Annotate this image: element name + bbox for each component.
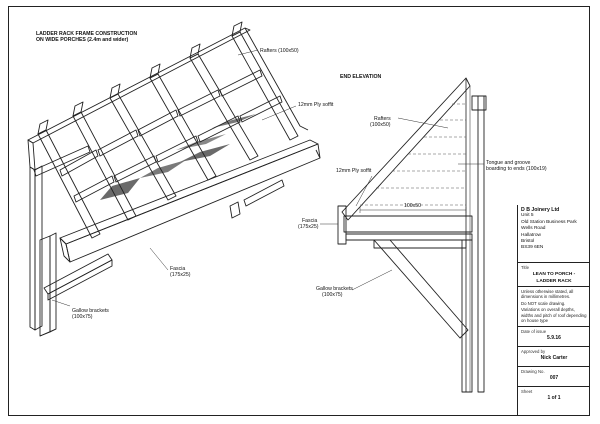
elev-soffit-label: 12mm Ply soffit bbox=[336, 168, 372, 174]
rafters-label: Rafters (100x50) bbox=[260, 48, 299, 54]
address-line: Hallatrow bbox=[521, 232, 541, 238]
brackets-size-label: (100x75) bbox=[72, 314, 93, 320]
soffit-shade bbox=[180, 144, 230, 162]
gallow-bracket-left bbox=[39, 232, 113, 337]
house-wall bbox=[244, 27, 309, 131]
address-line: Bristol bbox=[521, 239, 535, 245]
company-block: D B Joinery Ltd Unit 5 Old Station Busin… bbox=[518, 205, 590, 263]
elev-bracket-diag bbox=[373, 239, 469, 339]
approved-label: Approved by bbox=[521, 349, 546, 354]
brackets-label: Gallow brackets bbox=[72, 308, 109, 314]
sheet-title-line1: LADDER RACK FRAME CONSTRUCTION bbox=[36, 31, 137, 37]
sheet-border bbox=[8, 6, 590, 416]
elev-fascia-label: Fascia bbox=[302, 218, 317, 224]
date-label: Date of issue bbox=[521, 329, 547, 334]
drawing-no-label: Drawing No. bbox=[521, 369, 545, 374]
elev-rafter bbox=[341, 77, 471, 221]
company-name: D B Joinery Ltd bbox=[521, 207, 560, 213]
notes-cell: Unless otherwise stated, all dimensions … bbox=[518, 287, 590, 327]
elev-wall bbox=[477, 95, 485, 393]
elev-fascia-size: (175x25) bbox=[298, 224, 319, 230]
soffit-label: 12mm Ply soffit bbox=[298, 102, 334, 108]
sheet-label: Sheet bbox=[521, 389, 533, 394]
noggins bbox=[59, 69, 283, 203]
address-line: Old Station Business Park bbox=[521, 219, 577, 225]
date-cell: Date of issue 5.9.16 bbox=[518, 327, 590, 347]
drawing-title-line2: LADDER RACK bbox=[536, 279, 572, 285]
soffit-shade bbox=[212, 114, 256, 128]
wall-post-front bbox=[34, 165, 43, 331]
title-label: Title bbox=[521, 265, 529, 270]
gallow-bracket-right bbox=[229, 179, 285, 219]
address-line: BS39 6EN bbox=[521, 245, 544, 251]
drawing-no-value: 007 bbox=[549, 375, 559, 382]
elev-rafters-label: Rafters bbox=[374, 116, 391, 122]
elev-brackets-size: (100x75) bbox=[322, 292, 343, 298]
elev-title: END ELEVATION bbox=[340, 74, 382, 80]
elev-tongue-size: boarding to ends (100x19) bbox=[486, 166, 547, 172]
fascia-label: Fascia bbox=[170, 266, 185, 272]
sheet-cell: Sheet 1 of 1 bbox=[518, 387, 590, 407]
drawing-no-cell: Drawing No. 007 bbox=[518, 367, 590, 387]
elev-soffit bbox=[345, 233, 473, 241]
sheet-value: 1 of 1 bbox=[547, 395, 561, 402]
drawing-title-line1: LEAN TO PORCH - bbox=[532, 272, 576, 278]
elev-fascia bbox=[337, 205, 347, 245]
title-block: D B Joinery Ltd Unit 5 Old Station Busin… bbox=[517, 205, 590, 415]
date-value: 5.9.16 bbox=[547, 335, 561, 342]
address-line: Unit 5 bbox=[521, 213, 534, 219]
elev-tongue-label: Tongue and groove bbox=[486, 160, 531, 166]
elev-brackets-label: Gallow brackets bbox=[316, 286, 353, 292]
address-line: Wells Road bbox=[521, 226, 546, 232]
title-cell: Title LEAN TO PORCH - LADDER RACK bbox=[518, 263, 590, 287]
fascia-end bbox=[59, 237, 71, 263]
approved-value: Nick Carter bbox=[540, 355, 568, 362]
approved-cell: Approved by Nick Carter bbox=[518, 347, 590, 367]
elev-bearer bbox=[343, 215, 473, 233]
rafter-tops bbox=[37, 21, 243, 135]
soffit-shade bbox=[100, 178, 140, 200]
elev-dim-label: 100x50 bbox=[404, 203, 421, 209]
note: Unless otherwise stated, all dimensions … bbox=[521, 289, 574, 300]
elev-rafters-size: (100x50) bbox=[370, 122, 391, 128]
fascia-size-label: (175x25) bbox=[170, 272, 191, 278]
note: Do NOT scale drawing. bbox=[521, 300, 566, 306]
soffit-shade bbox=[140, 160, 186, 178]
sheet-title-line2: ON WIDE PORCHES (2.4m and wider) bbox=[36, 37, 129, 43]
note: Variations on overall depths, widths and… bbox=[521, 307, 587, 324]
elev-bracket-post bbox=[461, 239, 473, 393]
